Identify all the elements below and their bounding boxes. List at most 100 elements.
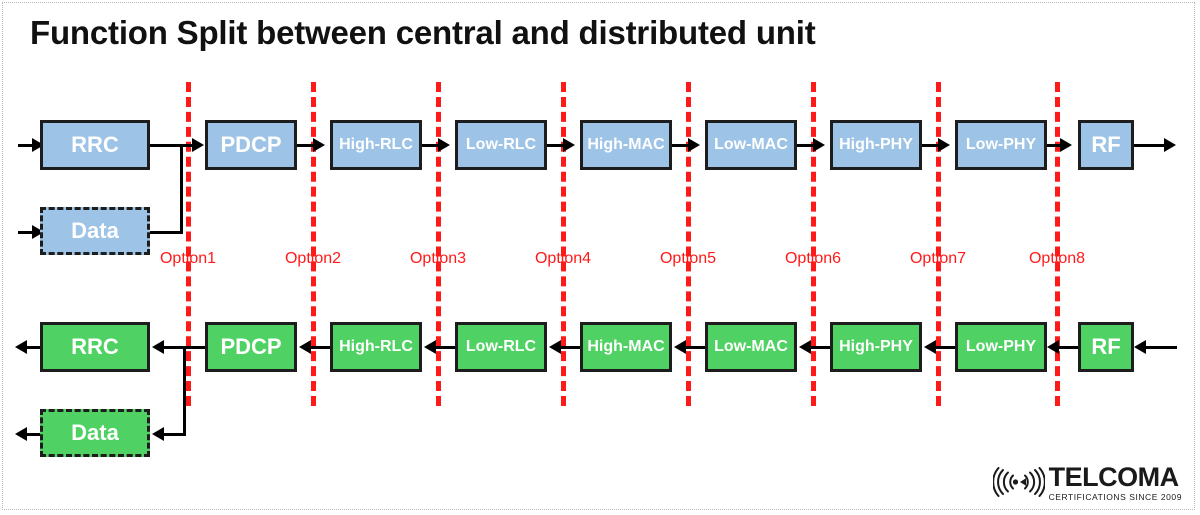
bottom-input-arrow [1134, 340, 1146, 354]
block-label: High-PHY [839, 338, 913, 355]
bottom-link-highphy-lowmac [810, 346, 832, 349]
split-line-option5 [686, 82, 691, 406]
block-label: RRC [71, 334, 119, 359]
block-label: Data [71, 420, 119, 445]
split-label-option4: Option4 [534, 250, 592, 267]
block-label: Low-PHY [965, 136, 1037, 153]
block-label: PDCP [220, 334, 282, 359]
split-line-option8 [1055, 82, 1060, 406]
top-output-arrow [1164, 138, 1176, 152]
bottom-output-arrow-data [15, 427, 27, 441]
top-arrow-to-low-phy [938, 138, 950, 152]
block-bottom-low-rlc: Low-RLC [455, 322, 547, 372]
bottom-split-line-data [163, 433, 186, 436]
block-label: High-RLC [339, 136, 413, 153]
top-link-pdcp-highrlc [297, 144, 319, 147]
block-bottom-high-rlc: High-RLC [330, 322, 422, 372]
block-label: Low-RLC [465, 136, 537, 153]
top-link-lowphy-rf [1047, 144, 1069, 147]
block-top-high-rlc: High-RLC [330, 120, 422, 170]
top-arrow-to-low-rlc [438, 138, 450, 152]
split-label-option6: Option6 [784, 250, 842, 267]
logo-wordmark: TELCOMA CERTIFICATIONS SINCE 2009 [1048, 461, 1182, 502]
bottom-link-rf-lowphy [1058, 346, 1080, 349]
bottom-arrow-to-rrc [152, 340, 164, 354]
bottom-link-lowmac-highmac [685, 346, 707, 349]
top-arrow-to-rf [1060, 138, 1072, 152]
bottom-arrow-to-data [152, 427, 164, 441]
bottom-link-lowphy-highphy [935, 346, 957, 349]
split-label-option1: Option1 [159, 250, 217, 267]
top-arrow-to-low-mac [688, 138, 700, 152]
bottom-output-arrow [15, 340, 27, 354]
block-bottom-high-mac: High-MAC [580, 322, 672, 372]
top-link-highphy-lowphy [922, 144, 944, 147]
split-label-option3: Option3 [409, 250, 467, 267]
split-line-option4 [561, 82, 566, 406]
bottom-link-highmac-lowrlc [560, 346, 582, 349]
top-input-line-data [18, 231, 40, 234]
bottom-link-highrlc-pdcp [310, 346, 332, 349]
block-top-rrc: RRC [40, 120, 150, 170]
bottom-input-line [1137, 346, 1177, 349]
bottom-link-lowrlc-highrlc [435, 346, 457, 349]
top-input-line-rrc [18, 144, 40, 147]
block-top-rf: RF [1078, 120, 1134, 170]
bottom-arrow-to-low-phy [1047, 340, 1059, 354]
block-label: High-MAC [587, 338, 665, 355]
top-merge-line-data [150, 231, 183, 234]
block-top-pdcp: PDCP [205, 120, 297, 170]
block-top-low-rlc: Low-RLC [455, 120, 547, 170]
split-line-option7 [936, 82, 941, 406]
block-label: High-MAC [587, 136, 665, 153]
bottom-split-riser [183, 346, 186, 436]
block-label: RF [1091, 334, 1121, 359]
block-label: RF [1091, 132, 1121, 157]
block-bottom-high-phy: High-PHY [830, 322, 922, 372]
split-line-option6 [811, 82, 816, 406]
top-merge-riser [180, 144, 183, 234]
top-arrow-to-pdcp [192, 138, 204, 152]
block-label: Data [71, 218, 119, 243]
telcoma-logo: TELCOMA CERTIFICATIONS SINCE 2009 [992, 461, 1182, 502]
bottom-arrow-to-high-phy [924, 340, 936, 354]
top-arrow-to-high-mac [563, 138, 575, 152]
top-link-highmac-lowmac [672, 144, 694, 147]
split-label-option5: Option5 [659, 250, 717, 267]
split-line-option2 [311, 82, 316, 406]
split-label-option8: Option8 [1028, 250, 1086, 267]
split-label-option7: Option7 [909, 250, 967, 267]
split-line-option3 [436, 82, 441, 406]
block-bottom-low-phy: Low-PHY [955, 322, 1047, 372]
block-label: High-RLC [339, 338, 413, 355]
top-link-highrlc-lowrlc [422, 144, 444, 147]
block-label: Low-MAC [714, 338, 788, 355]
top-link-lowmac-highphy [797, 144, 819, 147]
block-label: High-PHY [839, 136, 913, 153]
page-title: Function Split between central and distr… [30, 14, 816, 51]
bottom-arrow-to-low-rlc [549, 340, 561, 354]
block-bottom-rf: RF [1078, 322, 1134, 372]
bottom-arrow-to-high-rlc [424, 340, 436, 354]
bottom-output-line [18, 346, 43, 349]
block-top-low-phy: Low-PHY [955, 120, 1047, 170]
bottom-arrow-to-high-mac [674, 340, 686, 354]
block-top-high-phy: High-PHY [830, 120, 922, 170]
block-label: PDCP [220, 132, 282, 157]
top-output-line [1134, 144, 1172, 147]
top-merge-line-rrc [150, 144, 200, 147]
bottom-arrow-to-low-mac [799, 340, 811, 354]
logo-brand: TELCOMA [1048, 461, 1179, 492]
bottom-arrow-to-pdcp [299, 340, 311, 354]
block-label: Low-MAC [714, 136, 788, 153]
block-bottom-data: Data [40, 409, 150, 457]
block-bottom-pdcp: PDCP [205, 322, 297, 372]
logo-tagline: CERTIFICATIONS SINCE 2009 [1048, 491, 1182, 502]
split-line-option1 [186, 82, 191, 406]
top-arrow-to-high-phy [813, 138, 825, 152]
signal-waves-icon [992, 467, 1045, 498]
block-label: Low-PHY [965, 338, 1037, 355]
block-label: RRC [71, 132, 119, 157]
block-top-low-mac: Low-MAC [705, 120, 797, 170]
block-label: Low-RLC [465, 338, 537, 355]
